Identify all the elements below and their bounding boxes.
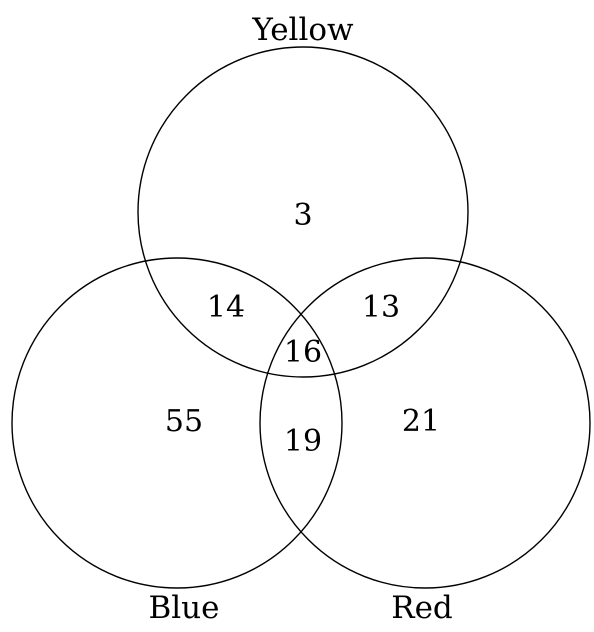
blue-set-label: Blue xyxy=(148,590,219,626)
region-yellow-blue: 14 xyxy=(207,290,245,325)
yellow-set-label: Yellow xyxy=(251,12,354,48)
region-yellow-only: 3 xyxy=(293,198,312,233)
region-blue-only: 55 xyxy=(165,404,203,439)
region-blue-red: 19 xyxy=(284,424,322,459)
region-all-three: 16 xyxy=(284,335,322,370)
blue-circle xyxy=(11,257,343,589)
yellow-circle xyxy=(137,46,469,378)
region-yellow-red: 13 xyxy=(362,290,400,325)
red-set-label: Red xyxy=(391,590,453,626)
red-circle xyxy=(259,257,591,589)
region-red-only: 21 xyxy=(402,404,440,439)
